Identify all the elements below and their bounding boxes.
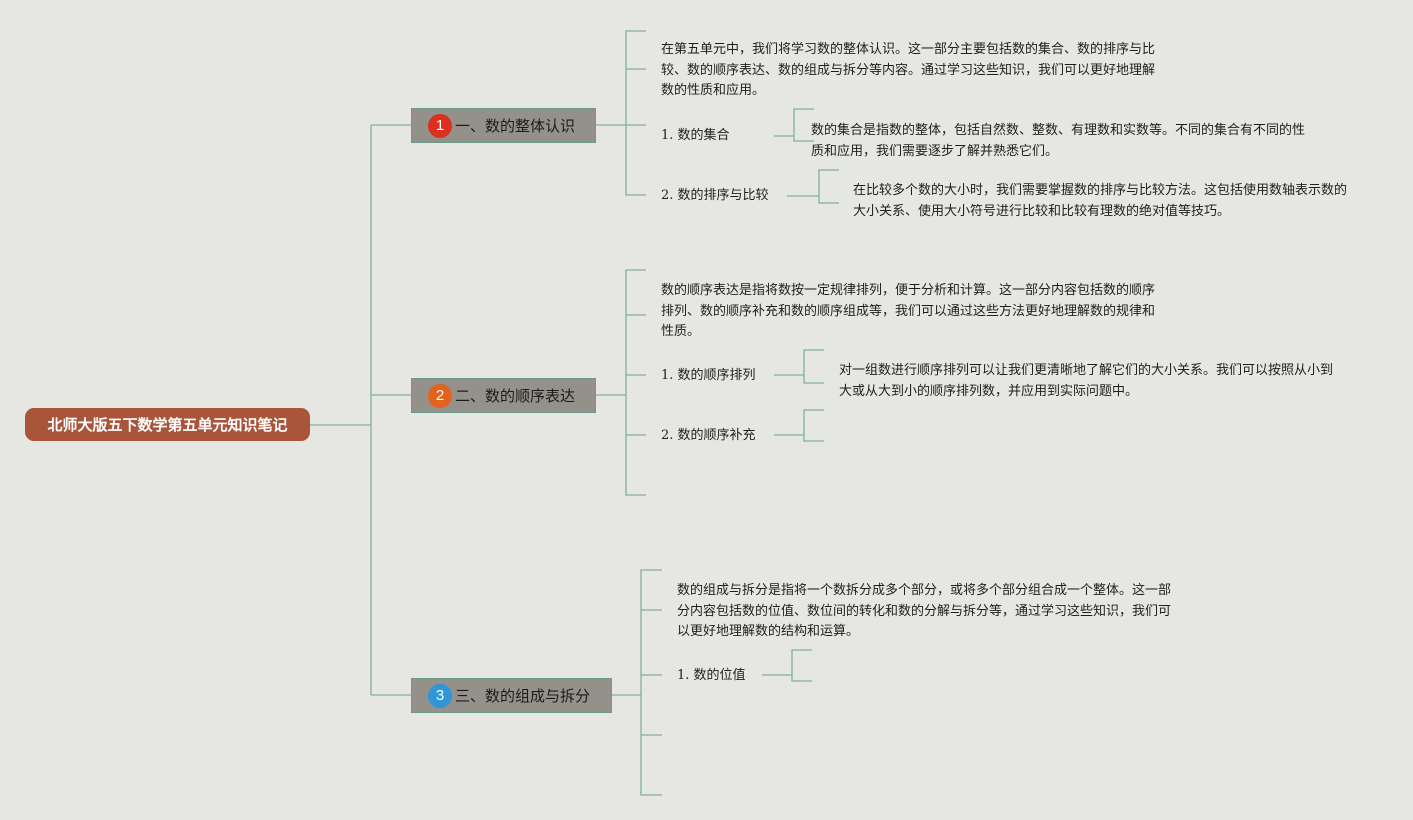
- branch-1-bracket: [596, 30, 646, 196]
- topic-2-2-label[interactable]: 2. 数的顺序补充: [661, 428, 756, 443]
- branch-1-label: 一、数的整体认识: [455, 117, 576, 135]
- branch-1-intro: 在第五单元中，我们将学习数的整体认识。这一部分主要包括数的集合、数的排序与比较、…: [661, 42, 1156, 98]
- branch-2-node[interactable]: 2 二、数的顺序表达: [411, 378, 596, 413]
- topic-1-2-label[interactable]: 2. 数的排序与比较: [661, 188, 769, 203]
- topic-2-1-detail: 对一组数进行顺序排列可以让我们更清晰地了解它们的大小关系。我们可以按照从小到大或…: [839, 363, 1334, 399]
- topic-1-2-bracket: [787, 169, 839, 204]
- branch-1-node[interactable]: 1 一、数的整体认识: [411, 108, 596, 143]
- branch-3-node[interactable]: 3 三、数的组成与拆分: [411, 678, 612, 713]
- priority-3-icon: 3: [428, 683, 452, 708]
- branch-3-label: 三、数的组成与拆分: [455, 687, 591, 705]
- topic-1-2-detail: 在比较多个数的大小时，我们需要掌握数的排序与比较方法。这包括使用数轴表示数的大小…: [853, 183, 1348, 219]
- topic-1-1-detail: 数的集合是指数的整体，包括自然数、整数、有理数和实数等。不同的集合有不同的性质和…: [811, 123, 1306, 159]
- root-topic[interactable]: 北师大版五下数学第五单元知识笔记: [25, 408, 310, 441]
- branch-3-bracket: [612, 569, 662, 796]
- branch-3-intro: 数的组成与拆分是指将一个数拆分成多个部分，或将多个部分组合成一个整体。这一部分内…: [677, 583, 1172, 639]
- topic-2-1-label[interactable]: 1. 数的顺序排列: [661, 368, 756, 383]
- topic-3-1-bracket: [762, 649, 812, 682]
- topic-3-1-label[interactable]: 1. 数的位值: [677, 668, 746, 683]
- topic-2-2-bracket: [774, 409, 824, 442]
- topic-1-1-bracket: [774, 108, 814, 142]
- topic-2-1-bracket: [774, 349, 824, 384]
- priority-2-icon: 2: [428, 383, 452, 408]
- branch-2-intro: 数的顺序表达是指将数按一定规律排列，便于分析和计算。这一部分内容包括数的顺序排列…: [661, 283, 1156, 339]
- branch-2-bracket: [596, 269, 646, 496]
- priority-1-icon: 1: [428, 113, 452, 138]
- branch-2-label: 二、数的顺序表达: [455, 387, 576, 405]
- root-topic-label: 北师大版五下数学第五单元知识笔记: [47, 417, 288, 434]
- topic-1-1-label[interactable]: 1. 数的集合: [661, 128, 730, 143]
